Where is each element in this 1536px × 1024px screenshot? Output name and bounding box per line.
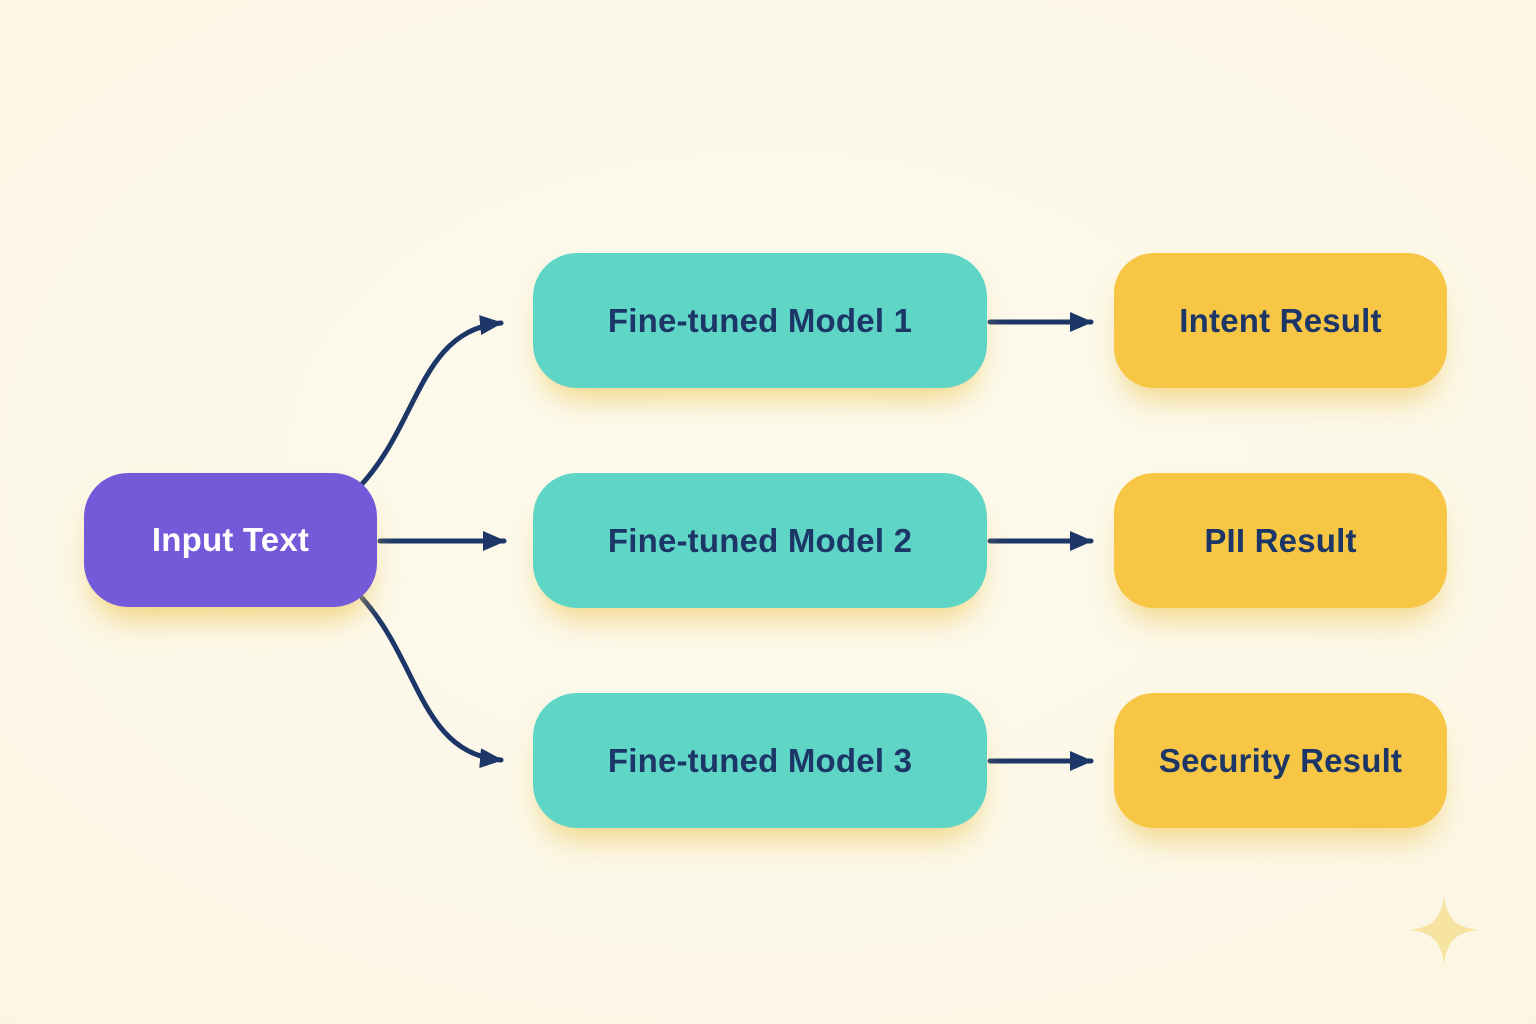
model-2-label: Fine-tuned Model 2 xyxy=(607,521,913,559)
model-node-3: Fine-tuned Model 3 xyxy=(533,693,987,828)
result-node-pii: PII Result xyxy=(1114,473,1447,608)
model-node-2: Fine-tuned Model 2 xyxy=(533,473,987,608)
security-result-label: Security Result xyxy=(1158,741,1403,779)
model-1-label: Fine-tuned Model 1 xyxy=(607,301,913,339)
sparkle-icon xyxy=(1410,896,1478,964)
arrow-input-to-model-1 xyxy=(359,315,504,487)
input-text-node: Input Text xyxy=(84,473,377,607)
input-text-label: Input Text xyxy=(151,521,310,558)
arrow-input-to-model-3 xyxy=(359,595,504,769)
model-3-label: Fine-tuned Model 3 xyxy=(607,741,913,779)
intent-result-label: Intent Result xyxy=(1179,301,1382,339)
result-node-security: Security Result xyxy=(1114,693,1447,828)
model-node-1: Fine-tuned Model 1 xyxy=(533,253,987,388)
result-node-intent: Intent Result xyxy=(1114,253,1447,388)
pii-result-label: PII Result xyxy=(1204,521,1357,559)
